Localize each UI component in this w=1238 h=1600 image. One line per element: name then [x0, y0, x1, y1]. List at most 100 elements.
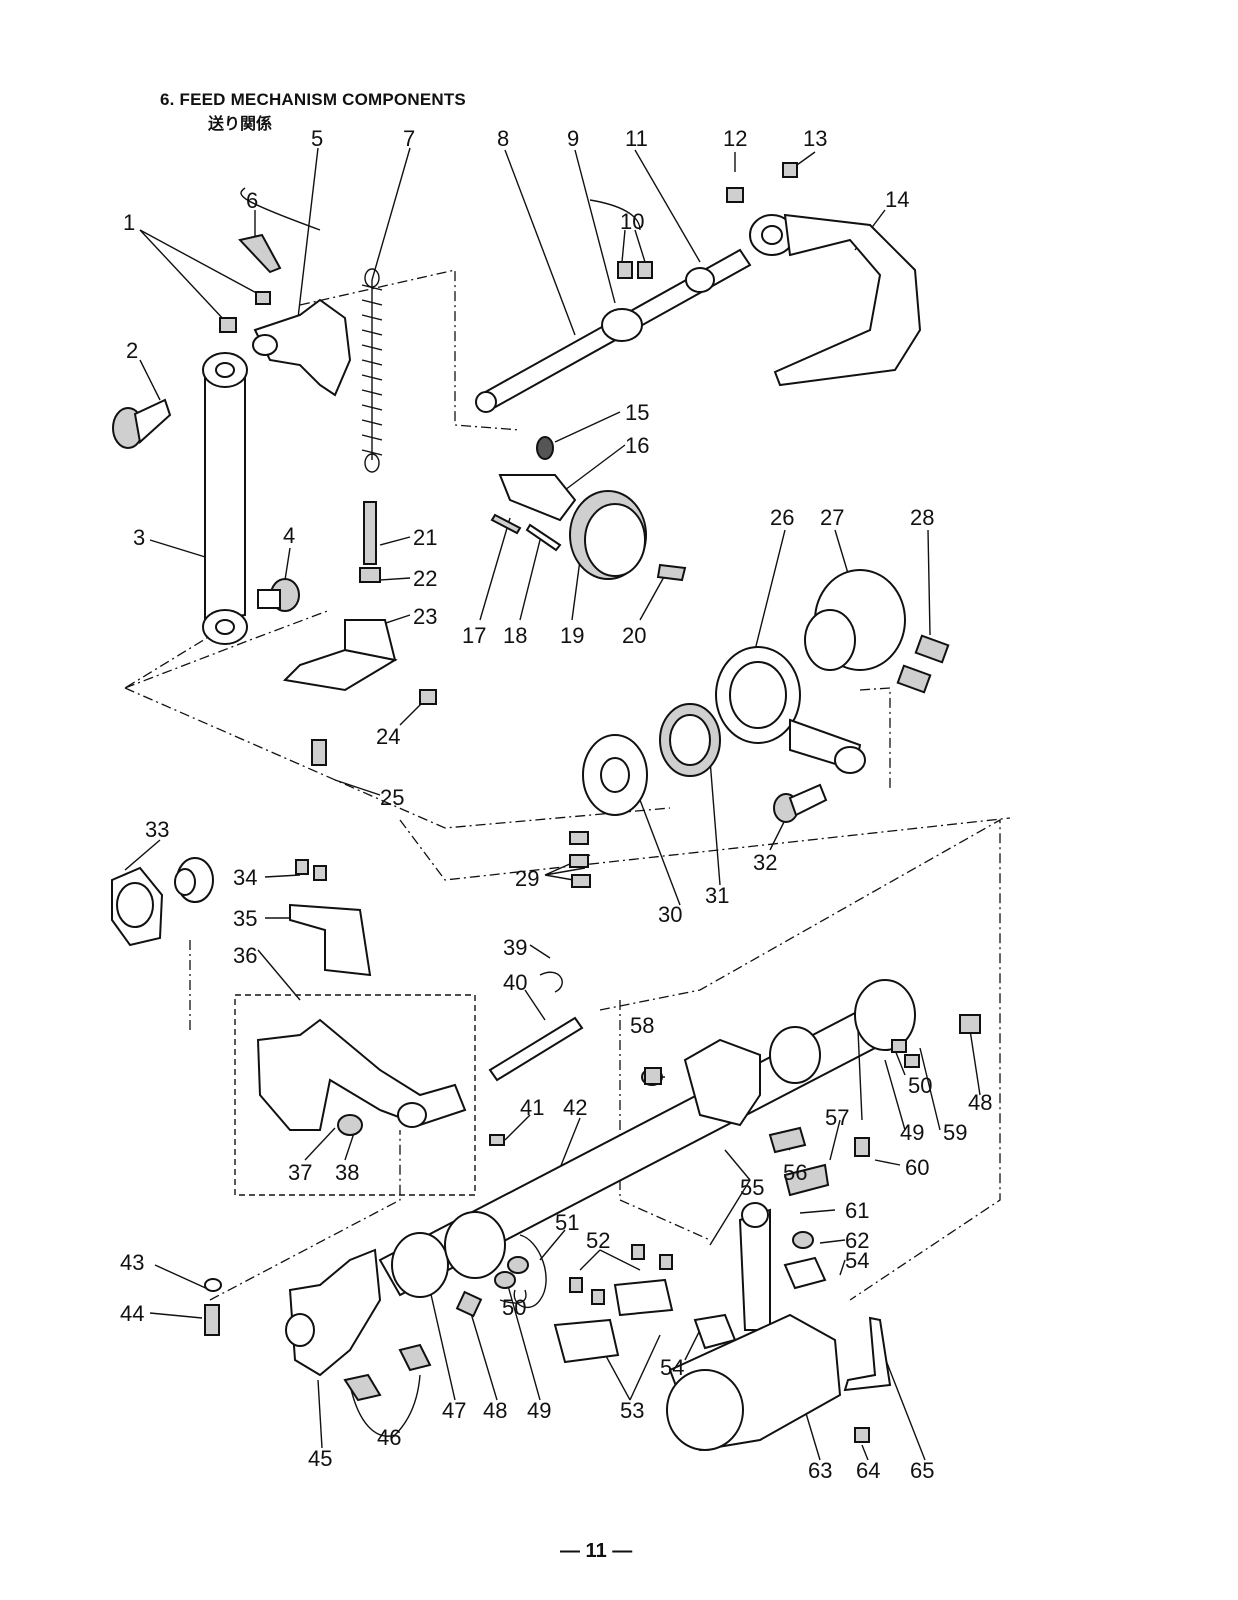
part-48-49-50-51-collar: [455, 1029, 870, 1318]
callout-40: 40: [503, 970, 527, 995]
callout-31: 31: [705, 883, 729, 908]
callout-4: 4: [283, 523, 295, 548]
callout-14: 14: [885, 187, 909, 212]
callout-15: 15: [625, 400, 649, 425]
part-42-rock-shaft: [378, 979, 981, 1297]
part-21-22-23-24-25-bracket: [282, 501, 437, 766]
callout-39: 39: [503, 935, 527, 960]
part-33-nut-and-collar: [111, 857, 214, 947]
callout-50-left: 50: [502, 1295, 526, 1320]
callout-9: 9: [567, 126, 579, 151]
callouts: 1 2 3 4 5 6 7 8 9 10 11 12 13 14 15 16 1…: [120, 126, 992, 1483]
callout-57: 57: [825, 1105, 849, 1130]
part-64-65-bracket-and-screw: [843, 1316, 892, 1443]
callout-64: 64: [856, 1458, 880, 1483]
callout-50-right: 50: [908, 1073, 932, 1098]
feed-dog-assembly-box: [234, 994, 476, 1196]
section-title: 6. FEED MECHANISM COMPONENTS: [160, 90, 466, 109]
callout-27: 27: [820, 505, 844, 530]
callout-53: 53: [620, 1398, 644, 1423]
part-45-46-47-rock-shaft-crank: [285, 1211, 506, 1402]
callout-7: 7: [403, 126, 415, 151]
callout-63: 63: [808, 1458, 832, 1483]
part-7-spring: [361, 268, 383, 473]
callout-58: 58: [630, 1013, 654, 1038]
callout-2: 2: [126, 338, 138, 363]
part-52-53-plates: [553, 1244, 674, 1364]
callout-26: 26: [770, 505, 794, 530]
callout-10: 10: [620, 209, 644, 234]
callout-21: 21: [413, 525, 437, 550]
callout-18: 18: [503, 623, 527, 648]
part-6-screw: [238, 233, 282, 274]
callout-47: 47: [442, 1398, 466, 1423]
part-26-27-28-eccentric: [715, 569, 950, 774]
part-2-thumb-screw: [112, 398, 172, 449]
part-8-feed-shaft: [475, 248, 752, 413]
callout-49-left: 49: [527, 1398, 551, 1423]
part-5-feed-arm: [252, 298, 352, 397]
callout-65: 65: [910, 1458, 934, 1483]
part-36-37-38-feed-bar: [256, 1018, 467, 1136]
part-30-31-cam-and-bearing: [569, 703, 721, 888]
assembly-lines: [124, 269, 1011, 1301]
callout-60: 60: [905, 1155, 929, 1180]
callout-37: 37: [288, 1160, 312, 1185]
callout-22: 22: [413, 566, 437, 591]
part-63-motor-unit: [666, 1313, 842, 1452]
part-58-nut: [644, 1067, 662, 1085]
callout-5: 5: [311, 126, 323, 151]
callout-52: 52: [586, 1228, 610, 1253]
callout-6: 6: [246, 188, 258, 213]
callout-25: 25: [380, 785, 404, 810]
part-1-screws: [219, 291, 271, 333]
part-19-dial: [569, 490, 647, 580]
part-43-44-screw-and-washer: [204, 1278, 222, 1336]
callout-30: 30: [658, 902, 682, 927]
callout-62: 62: [845, 1228, 869, 1253]
callout-16: 16: [625, 433, 649, 458]
callout-32: 32: [753, 850, 777, 875]
callout-54-right: 54: [845, 1248, 869, 1273]
callout-1: 1: [123, 210, 135, 235]
callout-34: 34: [233, 865, 257, 890]
callout-56: 56: [783, 1160, 807, 1185]
callout-38: 38: [335, 1160, 359, 1185]
callout-11: 11: [625, 126, 648, 151]
callout-41: 41: [520, 1095, 544, 1120]
callout-48-left: 48: [483, 1398, 507, 1423]
callout-24: 24: [376, 724, 400, 749]
callout-35: 35: [233, 906, 257, 931]
callout-13: 13: [803, 126, 827, 151]
part-20-screw: [656, 563, 687, 582]
callout-51: 51: [555, 1210, 579, 1235]
part-34-35-feed-dog: [289, 859, 372, 977]
part-14-lever: [749, 213, 922, 387]
callout-45: 45: [308, 1446, 332, 1471]
callout-12: 12: [723, 126, 747, 151]
part-10-12-13-set-screws: [617, 162, 798, 279]
callout-28: 28: [910, 505, 934, 530]
page-number: — 11 —: [560, 1540, 633, 1562]
callout-20: 20: [622, 623, 646, 648]
callout-48-right: 48: [968, 1090, 992, 1115]
part-15-16-17-18-dial-assembly: [490, 436, 577, 552]
leader-lines: [124, 147, 981, 1461]
callout-55: 55: [740, 1175, 764, 1200]
callout-44: 44: [120, 1301, 144, 1326]
callout-49-right: 49: [900, 1120, 924, 1145]
callout-23: 23: [413, 604, 437, 629]
callout-54-bottom: 54: [660, 1355, 684, 1380]
callout-17: 17: [462, 623, 486, 648]
callout-19: 19: [560, 623, 584, 648]
callout-61: 61: [845, 1198, 869, 1223]
part-32-screw: [773, 783, 828, 823]
callout-46: 46: [377, 1425, 401, 1450]
callout-3: 3: [133, 525, 145, 550]
callout-36: 36: [233, 943, 257, 968]
part-4-stud: [257, 578, 300, 612]
callout-59: 59: [943, 1120, 967, 1145]
callout-42: 42: [563, 1095, 587, 1120]
callout-33: 33: [145, 817, 169, 842]
